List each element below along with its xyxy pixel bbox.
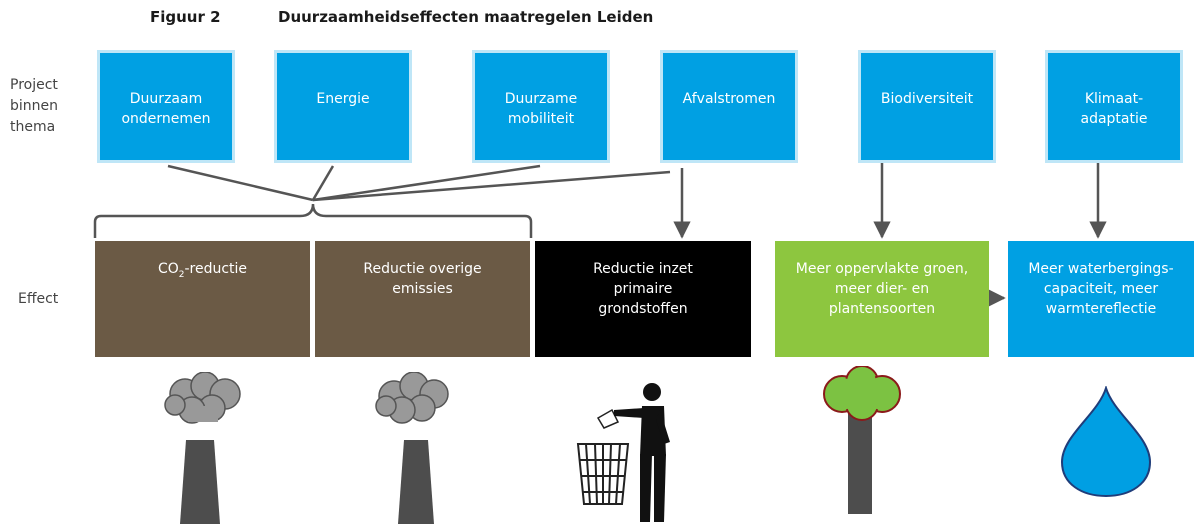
effect-label: Meer waterbergings-capaciteit, meer warm…: [1028, 261, 1174, 317]
effect-label: Meer oppervlakte groen, meer dier- en pl…: [795, 261, 969, 317]
connector-line: [167, 164, 314, 202]
connector-line: [312, 164, 541, 202]
brace: [93, 203, 533, 238]
effect-box-grondstoffen: Reductie inzet primaire grondstoffen: [535, 241, 751, 357]
effect-box-co2: CO2-reductie: [95, 241, 310, 357]
theme-label: Afvalstromen: [682, 91, 776, 107]
connector-line: [311, 165, 335, 201]
theme-box-klimaatadaptatie: Klimaat-adaptatie: [1045, 50, 1183, 163]
tree-icon: [823, 366, 901, 514]
effect-box-groen: Meer oppervlakte groen, meer dier- en pl…: [775, 241, 989, 357]
factory-chimney-icon: [375, 372, 449, 524]
theme-label: Duurzaam ondernemen: [121, 91, 211, 127]
theme-box-biodiversiteit: Biodiversiteit: [858, 50, 996, 163]
row-label-effect: Effect: [18, 291, 59, 307]
theme-label: Klimaat-adaptatie: [1080, 91, 1148, 127]
theme-box-duurzame-mobiliteit: Duurzame mobiliteit: [472, 50, 610, 163]
theme-box-duurzaam-ondernemen: Duurzaam ondernemen: [97, 50, 235, 163]
litter-bin-person-icon: [576, 383, 670, 522]
effect-box-overige-emissies: Reductie overige emissies: [315, 241, 530, 357]
figure-number: Figuur 2: [150, 8, 221, 26]
effect-label: CO2-reductie: [157, 261, 248, 280]
figure-caption: Figuur 2 Duurzaamheidseffecten maatregele…: [150, 8, 653, 26]
theme-box-afvalstromen: Afvalstromen: [660, 50, 798, 163]
water-drop-icon: [1060, 386, 1152, 498]
effect-label: Reductie inzet primaire grondstoffen: [593, 261, 693, 317]
connector-line: [312, 170, 671, 202]
figure-title: Duurzaamheidseffecten maatregelen Leiden: [278, 8, 654, 26]
effect-label: Reductie overige emissies: [363, 261, 482, 297]
theme-label: Biodiversiteit: [880, 91, 974, 107]
theme-label: Energie: [316, 91, 370, 107]
theme-box-energie: Energie: [274, 50, 412, 163]
theme-label: Duurzame mobiliteit: [504, 91, 578, 127]
factory-chimney-icon: [164, 372, 241, 524]
row-label-project: Project binnen thema: [10, 77, 59, 135]
effect-box-water: Meer waterbergings-capaciteit, meer warm…: [1008, 241, 1194, 357]
